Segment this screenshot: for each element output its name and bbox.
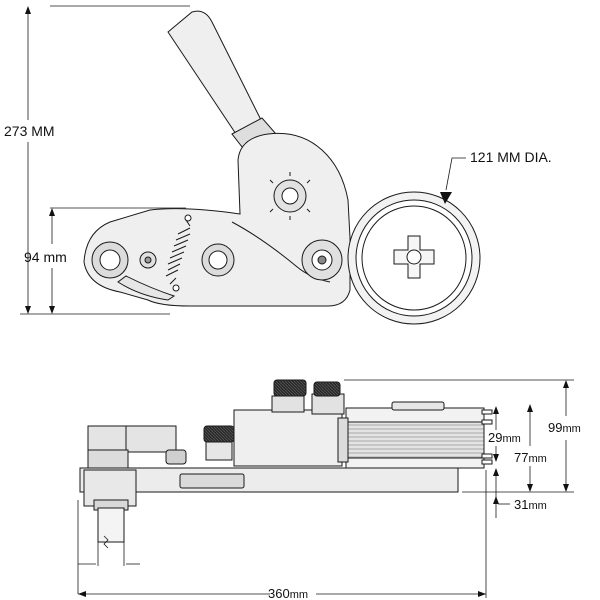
side-dimension bbox=[49, 207, 186, 314]
link-plate bbox=[117, 275, 176, 301]
diameter-leader bbox=[445, 157, 466, 191]
total-height-label: 99mm bbox=[548, 420, 581, 435]
mount-hole-middle-inner bbox=[208, 250, 228, 270]
side-knob-small bbox=[165, 449, 187, 465]
base-plate bbox=[79, 467, 459, 493]
diameter-arrowhead bbox=[440, 192, 452, 204]
left-post-pin bbox=[97, 507, 125, 543]
left-block-upper bbox=[87, 425, 129, 455]
base-height-dimension bbox=[493, 468, 510, 518]
reel-edge-marks bbox=[481, 409, 493, 465]
left-block-right bbox=[125, 425, 177, 453]
mount-hole-left-inner bbox=[99, 249, 121, 271]
hub-axle bbox=[317, 255, 327, 265]
middle-collar bbox=[271, 395, 305, 413]
reel-center-ring bbox=[406, 249, 422, 265]
middle-body bbox=[233, 409, 343, 467]
knob-front bbox=[203, 425, 235, 443]
knob-front-stem bbox=[205, 441, 233, 461]
pivot-hole bbox=[281, 187, 299, 205]
knob-top-left bbox=[273, 379, 307, 397]
pivot-marks bbox=[269, 172, 311, 220]
knob-top-right bbox=[313, 381, 341, 397]
total-height-dimension bbox=[344, 379, 574, 493]
tension-spring bbox=[165, 214, 192, 292]
reel-height-dimension bbox=[493, 406, 499, 462]
reel-bottom-flange bbox=[345, 457, 485, 469]
pin-detail bbox=[77, 500, 140, 594]
reel-tape-stack bbox=[345, 421, 485, 459]
reel-cap bbox=[391, 401, 445, 411]
side-label: 94 mm bbox=[24, 249, 67, 265]
reel-inner bbox=[361, 205, 467, 311]
lever-handle bbox=[167, 10, 263, 141]
diameter-label: 121 MM DIA. bbox=[470, 149, 552, 165]
reel-axle-shoulder bbox=[337, 417, 349, 463]
reel-offset-label: 77mm bbox=[514, 450, 547, 465]
height-dimension bbox=[20, 5, 190, 315]
side-view: 99mm 29mm 77mm bbox=[77, 379, 581, 600]
stud-core bbox=[144, 256, 152, 264]
left-block-lower bbox=[87, 449, 129, 469]
length-dimension bbox=[78, 470, 487, 598]
base-slot bbox=[179, 473, 245, 489]
reel-height-label: 29mm bbox=[488, 430, 521, 445]
length-label: 360mm bbox=[268, 586, 308, 600]
top-view: 121 MM DIA. 273 MM 94 mm bbox=[4, 5, 552, 325]
base-height-label: 31mm bbox=[514, 497, 547, 512]
height-label: 273 MM bbox=[4, 123, 55, 139]
middle-riser bbox=[311, 393, 345, 415]
reel-offset-dimension bbox=[527, 404, 533, 492]
